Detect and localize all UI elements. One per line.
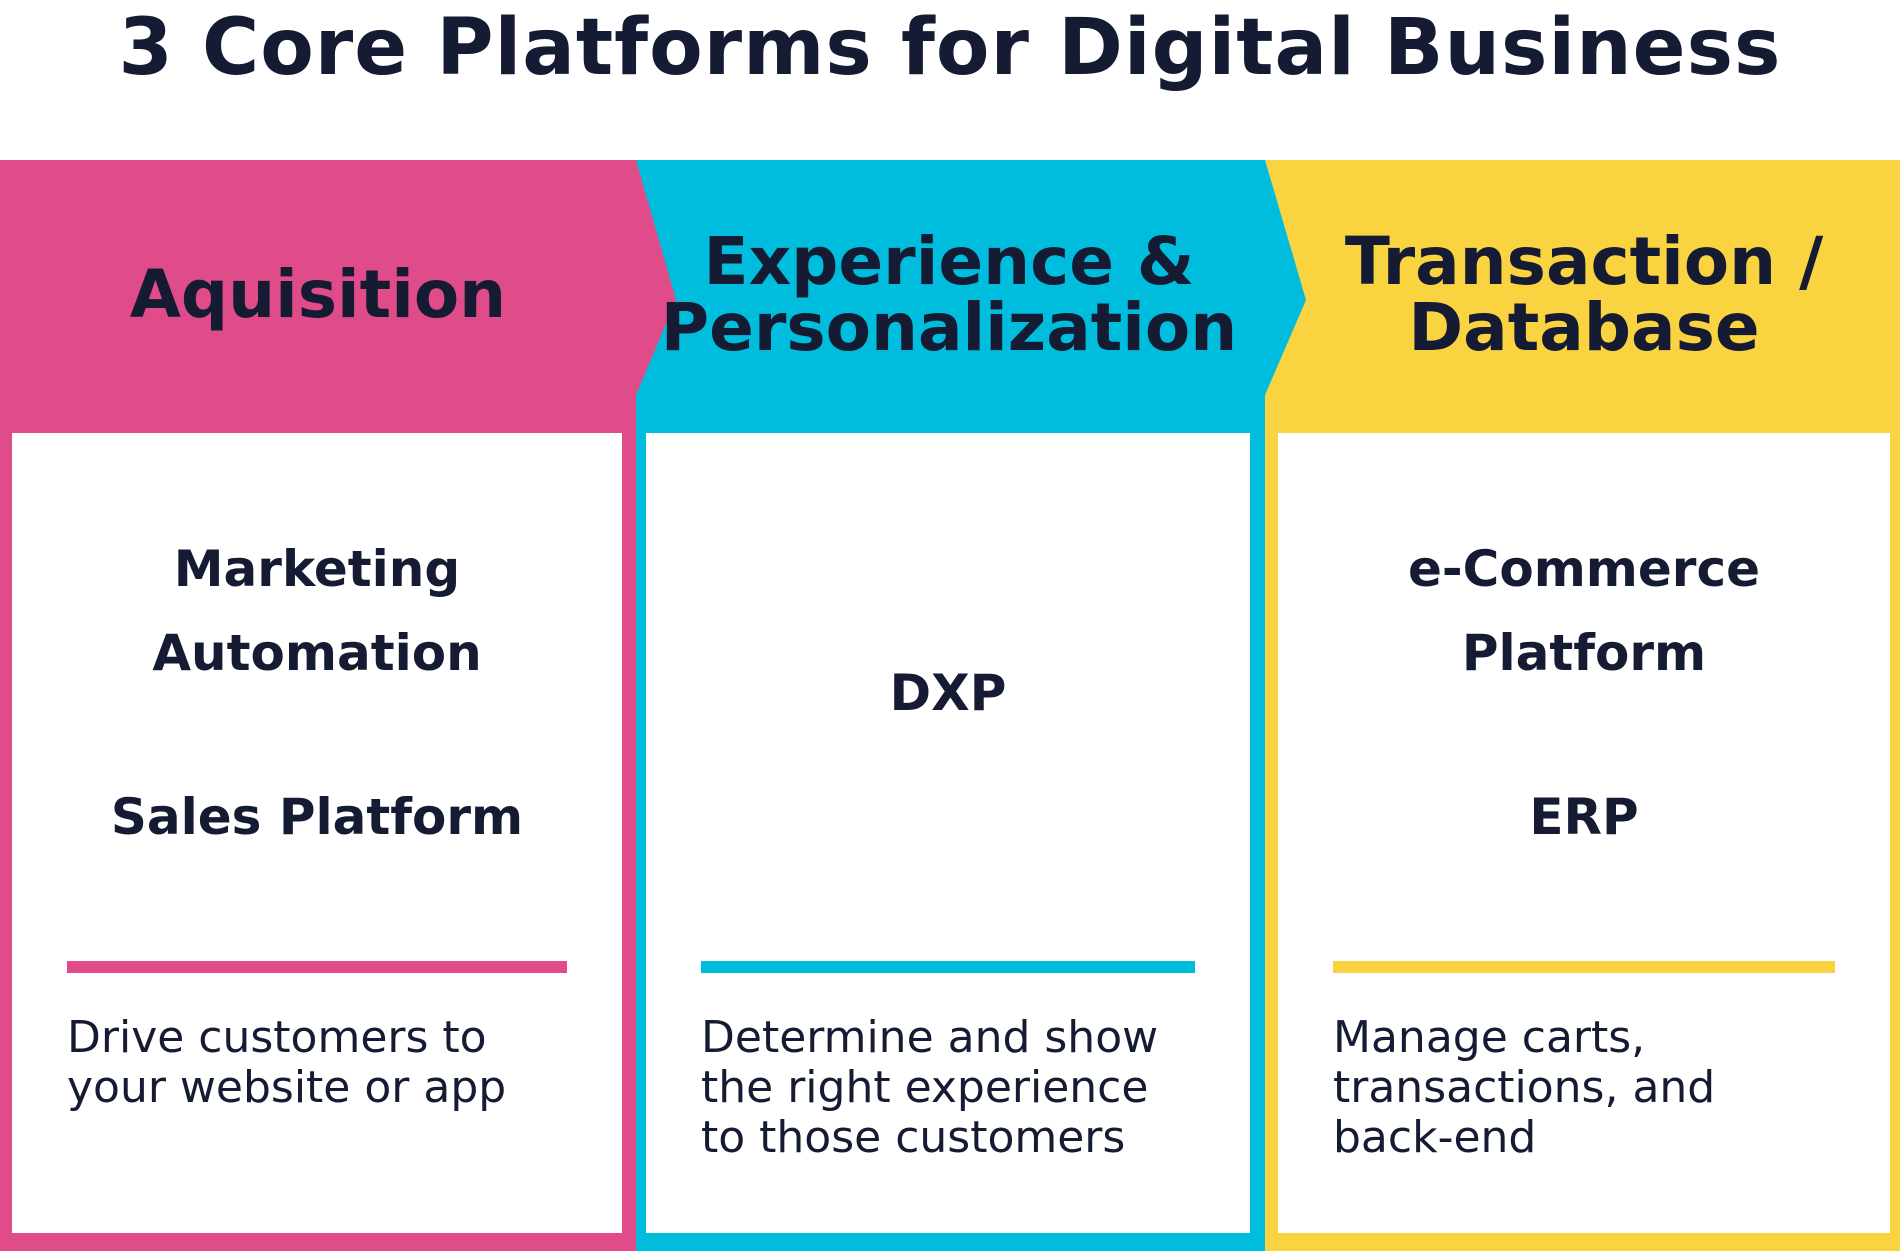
description-line: Drive customers to xyxy=(67,1012,487,1063)
diagram-title: 3 Core Platforms for Digital Business xyxy=(118,3,1782,93)
platform-item: e-Commerce xyxy=(1407,540,1761,598)
platform-list: e-Commerce Platform ERP xyxy=(1278,433,1890,953)
description-line: Determine and show xyxy=(701,1012,1159,1063)
heading-line: Transaction / xyxy=(1344,223,1824,300)
heading-line: Aquisition xyxy=(129,256,507,333)
platform-list: Marketing Automation Sales Platform xyxy=(12,433,622,953)
description-line: transactions, and xyxy=(1333,1062,1716,1113)
column-box-experience: DXP Determine and show the right experie… xyxy=(646,433,1250,1233)
divider-rule xyxy=(701,961,1195,973)
column-heading-transaction: Transaction / Database xyxy=(1268,160,1900,430)
platform-list: DXP xyxy=(646,433,1250,953)
column-box-acquisition: Marketing Automation Sales Platform Driv… xyxy=(12,433,622,1233)
column-description: Drive customers to your website or app xyxy=(67,1013,582,1113)
platform-item: Sales Platform xyxy=(110,788,524,846)
column-box-transaction: e-Commerce Platform ERP Manage carts, tr… xyxy=(1278,433,1890,1233)
description-line: the right experience xyxy=(701,1062,1149,1113)
description-line: Manage carts, xyxy=(1333,1012,1646,1063)
description-line: your website or app xyxy=(67,1062,507,1113)
platform-item: Marketing xyxy=(173,540,461,598)
column-description: Determine and show the right experience … xyxy=(701,1013,1210,1163)
heading-line: Experience & xyxy=(703,223,1195,300)
heading-line: Personalization xyxy=(660,289,1238,366)
column-heading-experience: Experience & Personalization xyxy=(636,160,1262,430)
platform-item: ERP xyxy=(1529,788,1639,846)
column-heading-acquisition: Aquisition xyxy=(0,160,636,430)
divider-rule xyxy=(1333,961,1835,973)
platform-item: DXP xyxy=(889,664,1007,722)
heading-line: Database xyxy=(1408,289,1760,366)
platform-item: Automation xyxy=(152,624,482,682)
description-line: to those customers xyxy=(701,1112,1126,1163)
description-line: back-end xyxy=(1333,1112,1537,1163)
divider-rule xyxy=(67,961,567,973)
platform-item: Platform xyxy=(1461,624,1707,682)
column-description: Manage carts, transactions, and back-end xyxy=(1333,1013,1850,1163)
